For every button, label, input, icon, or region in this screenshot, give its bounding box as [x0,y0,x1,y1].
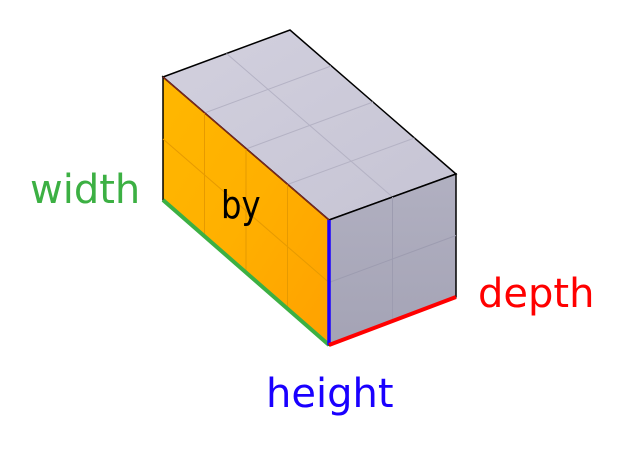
depth-label: depth [478,271,595,317]
front-face-grid [162,113,330,309]
side-face-grid [328,197,457,321]
top-face-grid [204,53,415,198]
front-top-edge [162,76,330,221]
width-label: width [30,167,141,213]
by-label: by [221,183,261,227]
width-edge [161,198,331,347]
height-label: height [266,371,394,417]
depth-edge [328,295,457,347]
